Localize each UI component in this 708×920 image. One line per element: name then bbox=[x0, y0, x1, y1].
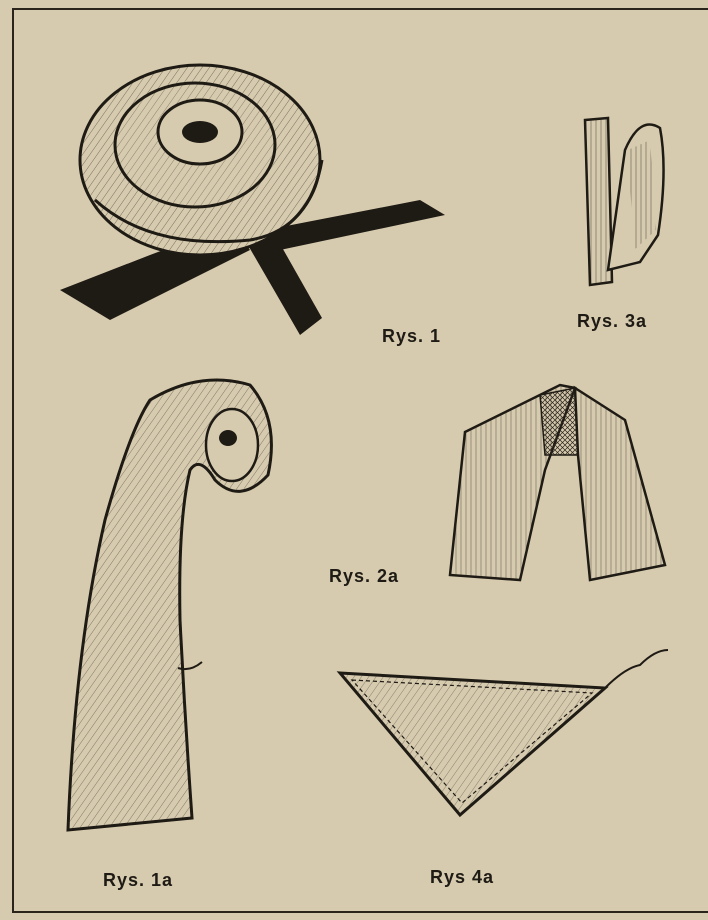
figure-3a-folded-ribbon bbox=[585, 118, 664, 285]
figure-2a-draped-ribbon bbox=[450, 385, 665, 580]
caption-fig-1a: Rys. 1a bbox=[103, 870, 173, 891]
caption-fig-3a: Rys. 3a bbox=[577, 311, 647, 332]
figure-1a-ribbon-tube bbox=[68, 380, 271, 830]
figure-1-rose bbox=[60, 65, 445, 335]
caption-fig-1: Rys. 1 bbox=[382, 326, 441, 347]
caption-fig-4a: Rys 4a bbox=[430, 867, 494, 888]
caption-fig-2a: Rys. 2a bbox=[329, 566, 399, 587]
figure-4a-triangle-fabric bbox=[340, 650, 668, 815]
